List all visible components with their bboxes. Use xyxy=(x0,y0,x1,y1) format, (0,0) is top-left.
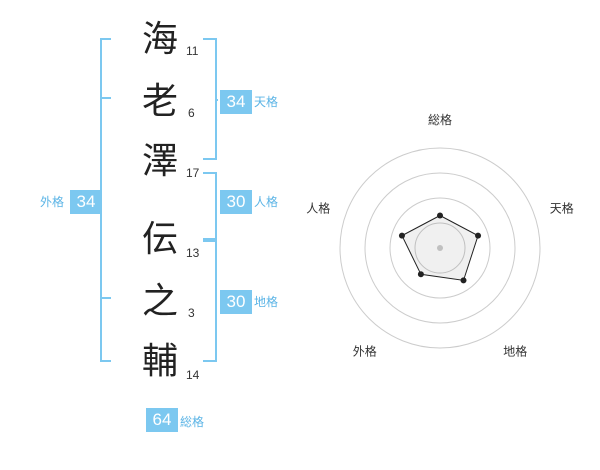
soukaku-value: 64 xyxy=(146,408,178,432)
radar-ring-2 xyxy=(389,197,491,299)
tenkaku-bracket xyxy=(203,38,218,160)
stroke-count-5: 3 xyxy=(188,306,195,320)
radar-axis-label-1: 総格 xyxy=(428,112,452,127)
name-char-1: 海 xyxy=(141,19,178,60)
radar-point-1 xyxy=(437,212,443,219)
name-char-2: 老 xyxy=(141,81,178,122)
chikaku-label: 地格 xyxy=(254,295,279,309)
jinkaku-bracket xyxy=(203,172,217,240)
jinkaku-label: 人格 xyxy=(254,195,279,209)
radar-point-2 xyxy=(475,232,482,239)
radar-polygon xyxy=(401,214,479,281)
radar-axis-label-2: 天格 xyxy=(550,200,574,215)
radar-point-4 xyxy=(417,271,424,278)
soukaku-label: 総格 xyxy=(180,415,205,429)
stroke-count-3: 17 xyxy=(186,166,200,180)
radar-ring-1 xyxy=(414,222,466,274)
name-char-5: 之 xyxy=(141,281,178,322)
name-char-4: 伝 xyxy=(141,219,178,260)
radar-point-5 xyxy=(398,232,405,239)
stroke-count-4: 13 xyxy=(186,246,200,260)
gaikaku-value: 34 xyxy=(70,190,102,214)
chikaku-value: 30 xyxy=(220,290,252,314)
radar-ring-3 xyxy=(364,172,516,324)
radar-ring-4 xyxy=(339,147,541,349)
radar-axis-label-3: 地格 xyxy=(503,344,527,359)
jinkaku-value: 30 xyxy=(220,190,252,214)
radar-axis-label-5: 人格 xyxy=(306,200,330,215)
chikaku-bracket xyxy=(203,240,217,362)
radar-point-3 xyxy=(460,277,467,284)
name-char-3: 澤 xyxy=(141,141,178,182)
stroke-count-2: 6 xyxy=(188,106,195,120)
radar-axis-label-4: 外格 xyxy=(353,344,377,359)
gaikaku-label: 外格 xyxy=(40,195,65,209)
stroke-count-6: 14 xyxy=(186,368,200,382)
name-char-6: 輔 xyxy=(141,341,178,382)
tenkaku-label: 天格 xyxy=(254,95,279,109)
radar-center xyxy=(437,245,443,251)
stroke-count-1: 11 xyxy=(186,44,199,58)
tenkaku-value: 34 xyxy=(220,90,252,114)
